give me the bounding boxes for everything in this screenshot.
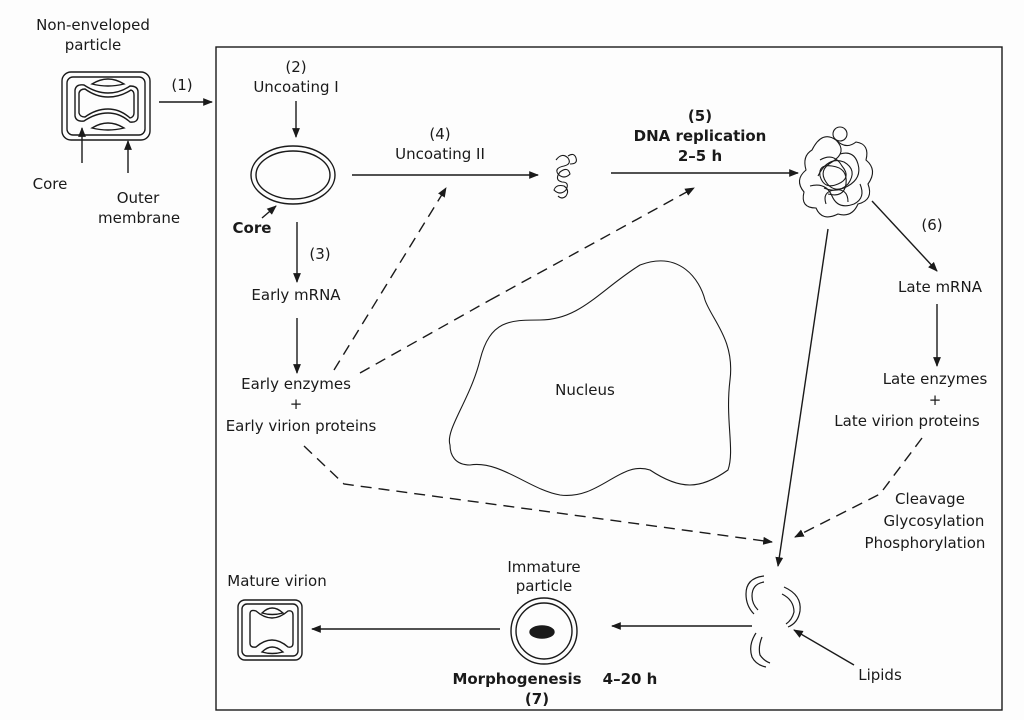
late-enzymes-label: Late enzymes bbox=[882, 370, 988, 388]
step2-number: (2) bbox=[285, 58, 307, 76]
outside-core-label: Core bbox=[32, 175, 68, 193]
step4-number: (4) bbox=[429, 125, 451, 143]
uncoated-dna-icon bbox=[553, 153, 577, 199]
lipids-label: Lipids bbox=[858, 666, 902, 684]
uncoating2-label: Uncoating II bbox=[395, 145, 485, 163]
early-enzymes-label: Early enzymes bbox=[241, 375, 351, 393]
replicated-dna-icon bbox=[798, 126, 874, 218]
cell-boundary bbox=[215, 46, 1003, 711]
mature-virion-icon bbox=[237, 599, 303, 661]
replication-time-label: 2–5 h bbox=[677, 147, 723, 165]
immature-line1: Immature bbox=[507, 558, 581, 576]
lipid-fragments-icon bbox=[745, 575, 801, 668]
late-mrna-label: Late mRNA bbox=[898, 278, 982, 296]
nucleus-outline bbox=[448, 260, 732, 496]
lipids-pointer bbox=[793, 629, 855, 666]
particle-title-line2: particle bbox=[64, 36, 122, 54]
immature-particle-icon bbox=[510, 597, 578, 665]
early-virion-proteins-label: Early virion proteins bbox=[225, 417, 377, 435]
mature-virion-label: Mature virion bbox=[227, 572, 327, 590]
late-proteins-to-assembly-dashed-arrow bbox=[794, 437, 923, 538]
uncoating1-label: Uncoating I bbox=[253, 78, 339, 96]
core-label: Core bbox=[232, 219, 272, 237]
core-particle-icon bbox=[250, 145, 336, 205]
nucleus-label: Nucleus bbox=[555, 381, 615, 399]
step3-number: (3) bbox=[309, 245, 331, 263]
early-to-uncoating2-dashed-arrow bbox=[333, 187, 447, 371]
particle-title-line1: Non-enveloped bbox=[36, 16, 150, 34]
cleavage-label: Cleavage bbox=[895, 490, 965, 508]
early-mrna-label: Early mRNA bbox=[251, 286, 341, 304]
early-to-replication-dashed-arrow-2 bbox=[489, 187, 695, 301]
outer-membrane-line2: membrane bbox=[98, 209, 181, 227]
late-virion-proteins-label: Late virion proteins bbox=[834, 412, 980, 430]
early-proteins-to-assembly-dashed-arrow bbox=[303, 445, 773, 545]
step6-number: (6) bbox=[921, 216, 943, 234]
phosphorylation-label: Phosphorylation bbox=[864, 534, 986, 552]
immature-line2: particle bbox=[515, 577, 573, 595]
non-enveloped-particle-icon bbox=[61, 71, 151, 141]
late-plus: + bbox=[928, 391, 942, 409]
dna-to-assembly-arrow bbox=[775, 228, 829, 567]
morphogenesis-time-label: 4–20 h bbox=[602, 670, 658, 688]
step6-arrow bbox=[871, 200, 938, 272]
outer-membrane-line1: Outer bbox=[116, 189, 160, 207]
core-label-pointer bbox=[261, 205, 277, 219]
morphogenesis-label: Morphogenesis bbox=[452, 670, 582, 688]
step1-label: (1) bbox=[171, 76, 193, 94]
step5-number: (5) bbox=[687, 107, 713, 125]
early-to-replication-dashed-arrow bbox=[359, 299, 491, 374]
glycosylation-label: Glycosylation bbox=[883, 512, 985, 530]
dna-replication-label: DNA replication bbox=[633, 127, 767, 145]
early-plus: + bbox=[289, 395, 303, 413]
step7-number: (7) bbox=[524, 690, 550, 708]
